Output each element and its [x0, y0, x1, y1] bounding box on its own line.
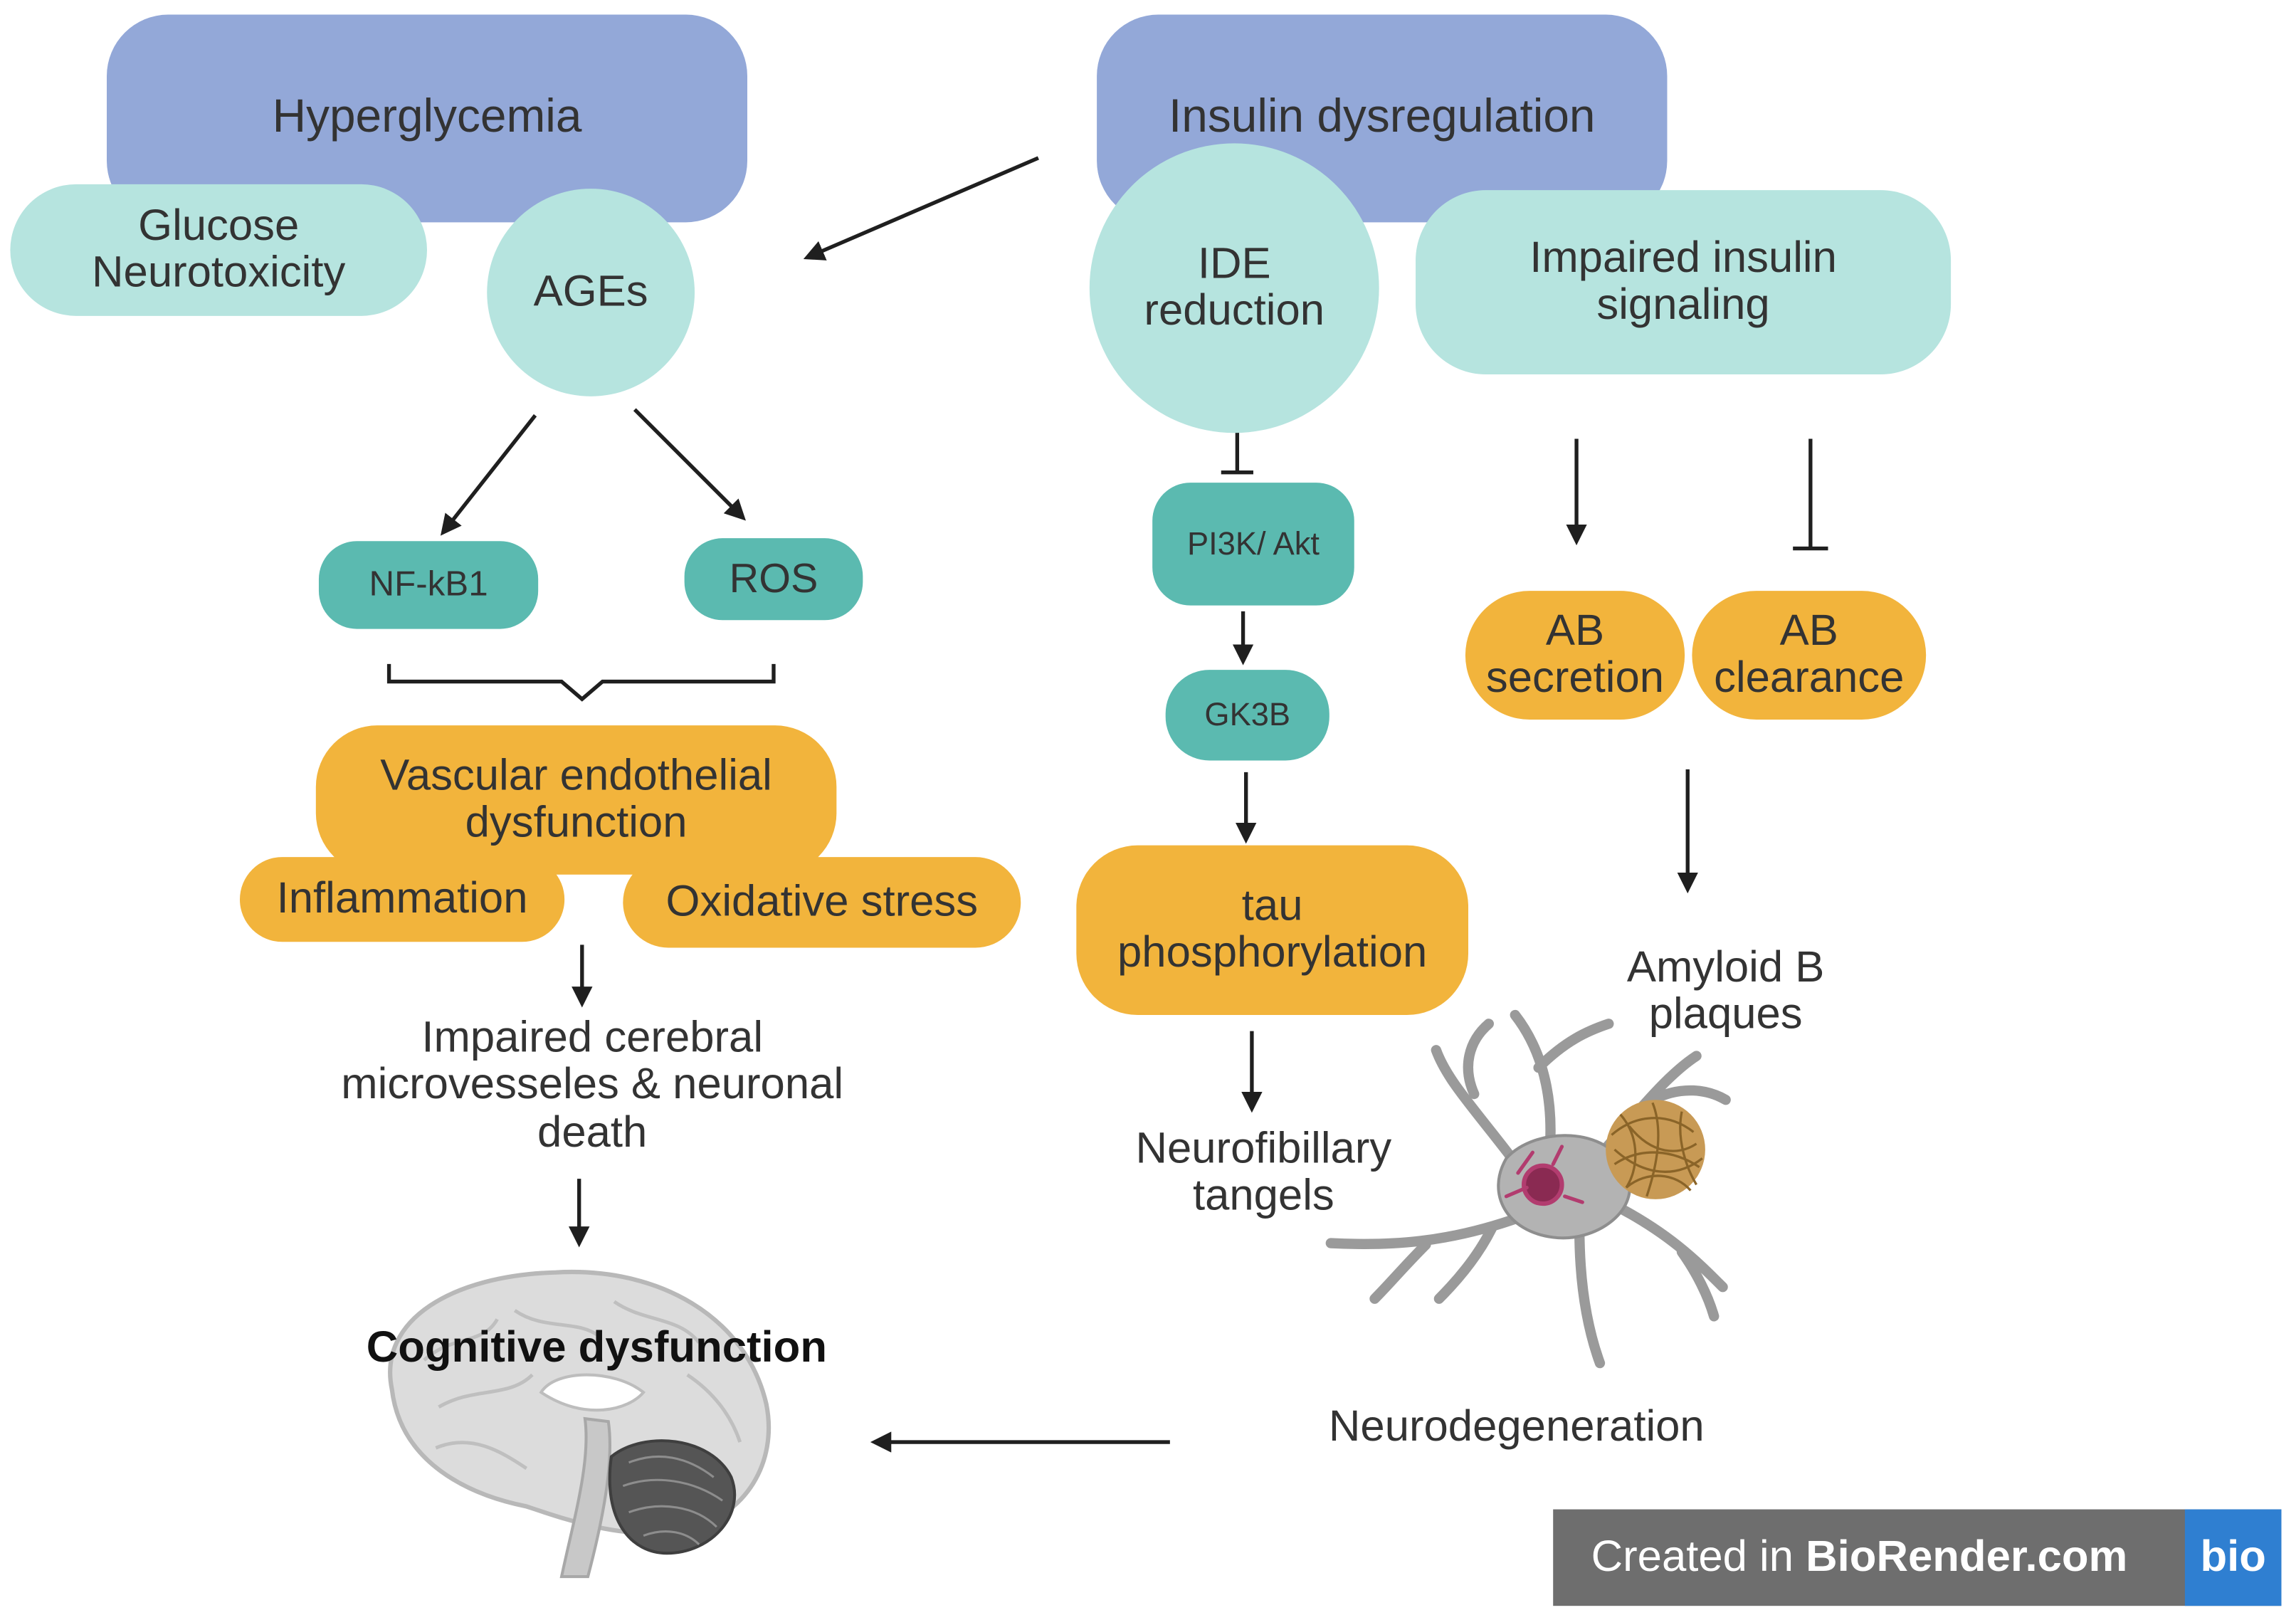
watermark-brand: BioRender.com: [1806, 1532, 2128, 1582]
arrow-ages-to-ros: [633, 408, 746, 521]
inflammation-label: Inflammation: [276, 874, 528, 923]
vascular-endothelial-label: Vascular endothelial dysfunction: [380, 751, 772, 847]
arrow-ages-to-nfkb1: [440, 414, 537, 536]
neurodegeneration-text: Neurodegeneration: [1328, 1402, 1705, 1451]
pi3k-akt-label: PI3K/ Akt: [1186, 525, 1320, 562]
watermark-prefix: Created in: [1591, 1532, 1806, 1582]
neurofibrillary-tangels-text: Neurofibillary tangels: [1135, 1125, 1392, 1221]
impaired-insulin-signaling-label: Impaired insulin signaling: [1529, 233, 1837, 330]
watermark-text: Created in BioRender.com: [1553, 1532, 2191, 1582]
cognitive-dysfunction-text: Cognitive dysfunction: [366, 1323, 827, 1372]
inflammation-box: Inflammation: [239, 857, 565, 942]
ab-clearance-box: AB clearance: [1692, 591, 1927, 720]
biorender-logo-icon: bio: [2184, 1509, 2282, 1606]
brain-icon: [388, 1269, 772, 1579]
ab-clearance-label: AB clearance: [1714, 606, 1905, 703]
tau-phosphorylation-label: tau phosphorylation: [1117, 881, 1428, 977]
glucose-neurotoxicity-box: Glucose Neurotoxicity: [10, 184, 428, 316]
ide-reduction-circle: IDE reduction: [1089, 143, 1379, 433]
pi3k-akt-box: PI3K/ Akt: [1152, 483, 1354, 606]
ages-label: AGEs: [533, 267, 648, 316]
tau-phosphorylation-box: tau phosphorylation: [1076, 845, 1469, 1016]
ide-reduction-label: IDE reduction: [1144, 239, 1325, 335]
ages-circle: AGEs: [487, 189, 695, 396]
oxidative-stress-box: Oxidative stress: [623, 857, 1021, 948]
hyperglycemia-label: Hyperglycemia: [272, 89, 582, 142]
biorender-watermark[interactable]: Created in BioRender.com bio: [1553, 1509, 2282, 1606]
glucose-neurotoxicity-label: Glucose Neurotoxicity: [92, 201, 346, 298]
neuron-icon: [1325, 1009, 1731, 1369]
amyloid-plaque-icon: [1606, 1100, 1705, 1199]
impaired-insulin-signaling-box: Impaired insulin signaling: [1416, 190, 1952, 375]
gk3b-label: GK3B: [1204, 696, 1291, 733]
ab-secretion-box: AB secretion: [1465, 591, 1685, 720]
ros-label: ROS: [729, 555, 818, 601]
merge-bracket: [386, 663, 776, 702]
arrow-insulin-to-ages: [803, 156, 1039, 261]
gk3b-box: GK3B: [1165, 670, 1329, 761]
amyloid-plaques-text: Amyloid B plaques: [1626, 943, 1825, 1039]
ros-box: ROS: [684, 538, 863, 621]
nfkb1-label: NF-kB1: [369, 564, 488, 604]
ab-secretion-label: AB secretion: [1485, 606, 1665, 703]
nfkb1-box: NF-kB1: [318, 541, 539, 629]
insulin-dysregulation-label: Insulin dysregulation: [1169, 89, 1596, 142]
oxidative-stress-label: Oxidative stress: [665, 877, 979, 926]
vascular-endothelial-box: Vascular endothelial dysfunction: [315, 725, 837, 875]
impaired-microvessels-text: Impaired cerebral microvesseles & neuron…: [341, 1013, 844, 1157]
